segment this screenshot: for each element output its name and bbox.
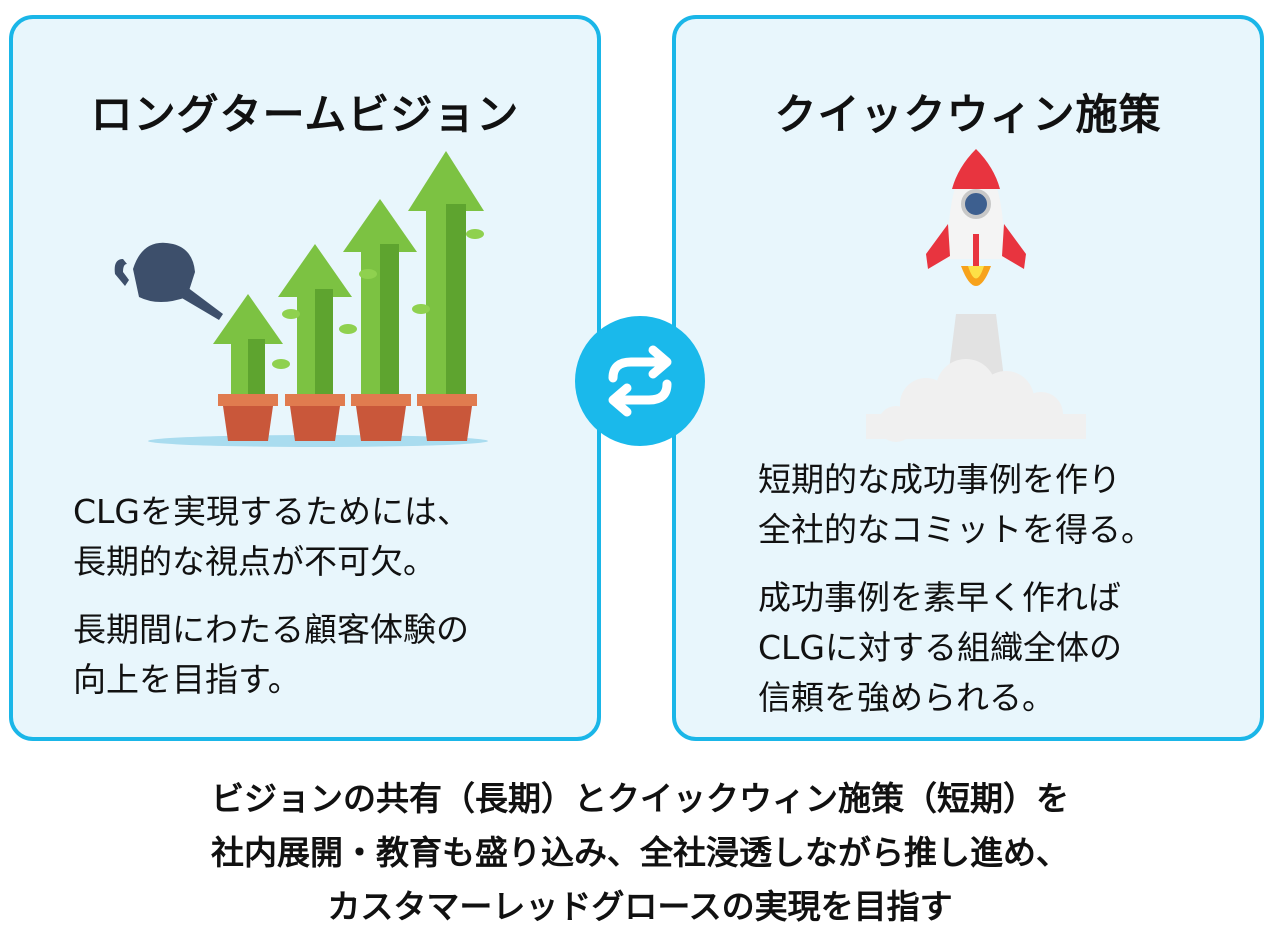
card-title: ロングタームビジョン xyxy=(90,90,520,139)
swap-arrows-icon xyxy=(575,316,705,446)
quick-win-card: クイックウィン施策 短期的な成功事例を作り全社的なコミットを得る。 成功事例を素… xyxy=(672,15,1264,741)
long-term-vision-card: ロングタームビジョン CLGを実現するため xyxy=(9,15,601,741)
summary-line: 社内展開・教育も盛り込み、全社浸透しながら推し進め、 xyxy=(211,833,1069,872)
body-line: 長期間にわたる顧客体験の xyxy=(73,610,469,649)
card-title: クイックウィン施策 xyxy=(774,90,1162,139)
watering-can-icon xyxy=(114,242,223,320)
body-line: 短期的な成功事例を作り xyxy=(758,460,1121,499)
body-line: 向上を目指す。 xyxy=(73,660,301,699)
summary-text: ビジョンの共有（長期）とクイックウィン施策（短期）を 社内展開・教育も盛り込み、… xyxy=(0,772,1280,934)
growing-arrows-plants-illustration xyxy=(114,151,488,447)
body-line: 長期的な視点が不可欠。 xyxy=(73,542,436,581)
rocket-launch-illustration xyxy=(866,149,1086,442)
card-body: 短期的な成功事例を作り全社的なコミットを得る。 成功事例を素早く作れば CLGに対… xyxy=(758,455,1154,741)
body-line: 信頼を強められる。 xyxy=(758,678,1055,717)
body-line: CLGを実現するためには、 xyxy=(73,492,470,531)
body-line: 全社的なコミットを得る。 xyxy=(758,510,1154,549)
card-body: CLGを実現するためには、長期的な視点が不可欠。 長期間にわたる顧客体験の向上を… xyxy=(73,487,470,723)
body-line: CLGに対する組織全体の xyxy=(758,628,1122,667)
summary-line: ビジョンの共有（長期）とクイックウィン施策（短期）を xyxy=(211,779,1069,818)
summary-line: カスタマーレッドグロースの実現を目指す xyxy=(327,887,953,926)
body-line: 成功事例を素早く作れば xyxy=(758,578,1121,617)
